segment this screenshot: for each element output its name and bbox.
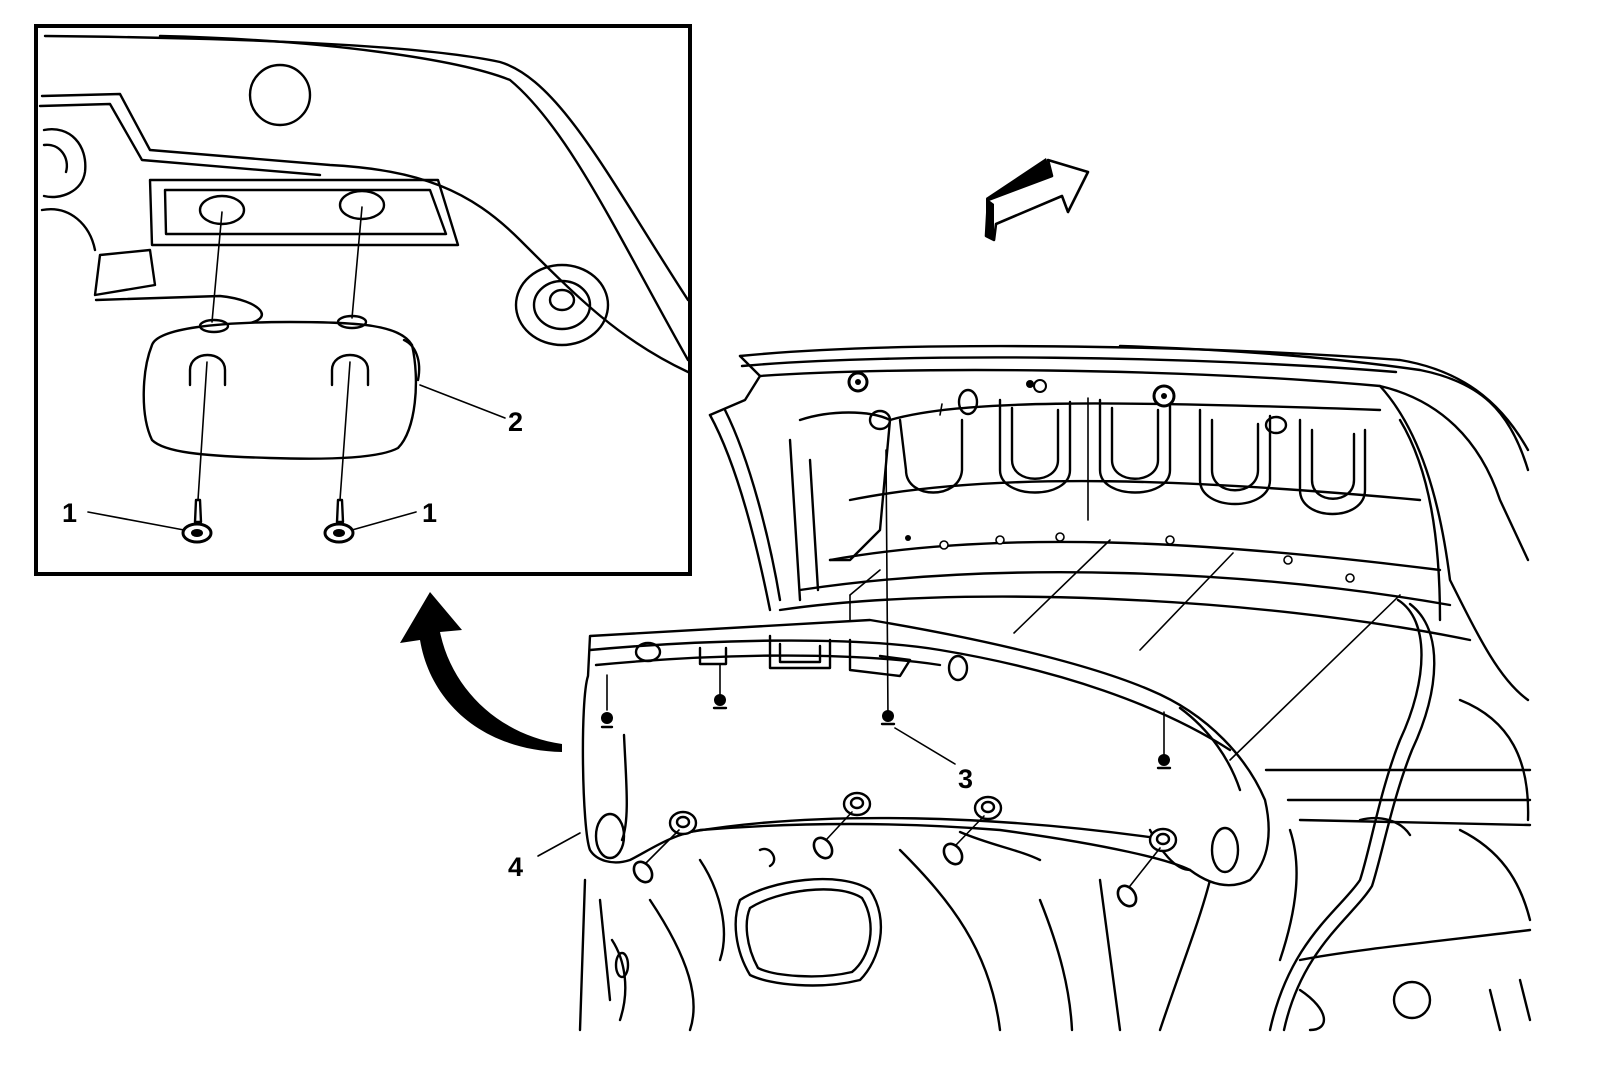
push-pin-3 [880,710,896,726]
screw-boss-3 [942,795,1003,866]
main-leader-lines [537,727,956,857]
inset-frame [34,24,692,576]
callout-1-right: 1 [422,498,437,528]
panel-fasteners-lower [632,791,1178,908]
callout-2: 2 [508,407,523,437]
screw-boss-4 [1116,827,1178,908]
bracket [142,314,421,460]
panel-fasteners-upper [600,664,1172,770]
detail-inset: 1 1 2 [34,24,692,576]
curved-arrow-icon [400,592,562,752]
decklid-inner-structure [708,344,1532,1032]
callout-4: 4 [508,852,523,882]
direction-arrow-icon [984,158,1090,242]
inset-body-structure [38,34,690,374]
fastener-guide-lines [197,206,363,501]
fastener-1-right [323,498,355,544]
inset-leader-lines [87,384,506,531]
fastener-1-left [181,498,213,544]
trunk-opening [578,816,1172,1032]
callout-1-left: 1 [62,498,77,528]
weatherstrip [1268,598,1436,1032]
push-pin-4 [1156,711,1172,770]
trim-panel [581,618,1270,887]
panel-guide-lines [849,397,1401,761]
screw-boss-2 [812,791,872,860]
callout-3: 3 [958,764,973,794]
push-pin-1 [600,674,614,729]
screw-boss-1 [632,810,698,884]
push-pin-2 [712,664,728,710]
